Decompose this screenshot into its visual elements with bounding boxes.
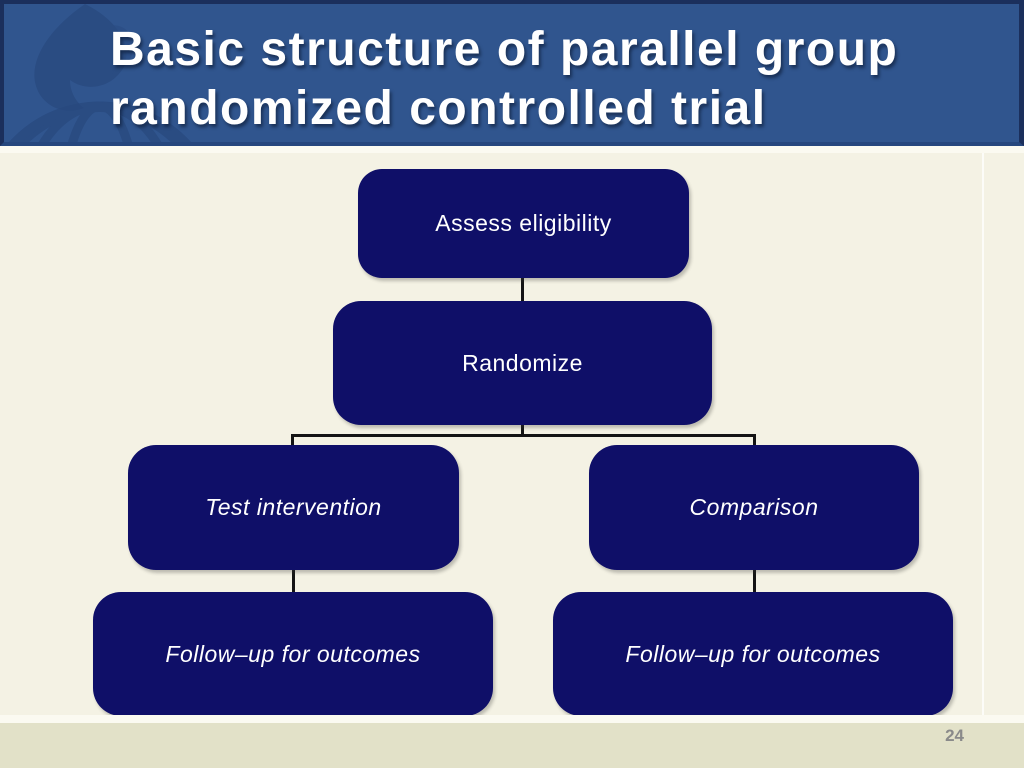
node-label: Test intervention [205, 494, 382, 520]
flowchart-node-comparison: Comparison [589, 445, 919, 570]
connector-comparison-followup [753, 569, 756, 594]
footer-divider [0, 715, 1024, 723]
slide-title: Basic structure of parallel group random… [110, 20, 898, 138]
flowchart-node-assess-eligibility: Assess eligibility [358, 169, 689, 278]
flowchart-node-followup-right: Follow–up for outcomes [553, 592, 953, 716]
connector-branch-left-drop [291, 434, 294, 447]
connector-randomize-stub [521, 424, 524, 436]
page-number: 24 [945, 726, 964, 745]
header-divider [0, 146, 1024, 153]
connector-test-followup [292, 569, 295, 594]
node-label: Follow–up for outcomes [625, 640, 881, 667]
slide-title-line1: Basic structure of parallel group [110, 23, 899, 76]
flowchart-node-randomize: Randomize [333, 301, 712, 425]
node-label: Comparison [689, 494, 819, 520]
slide-header: Basic structure of parallel group random… [0, 0, 1024, 146]
node-label: Assess eligibility [435, 210, 612, 236]
flowchart-node-test-intervention: Test intervention [128, 445, 459, 570]
footer-band: 24 [0, 723, 1024, 768]
connector-branch-horizontal [291, 434, 756, 437]
slide-title-line2: randomized controlled trial [110, 82, 767, 135]
connector-branch-right-drop [753, 434, 756, 447]
flowchart-node-followup-left: Follow–up for outcomes [93, 592, 493, 716]
flame-globe-logo-icon [4, 4, 350, 142]
connector-assess-randomize [521, 277, 524, 303]
node-label: Follow–up for outcomes [165, 640, 421, 667]
content-divider-line [982, 153, 984, 715]
node-label: Randomize [462, 349, 583, 376]
